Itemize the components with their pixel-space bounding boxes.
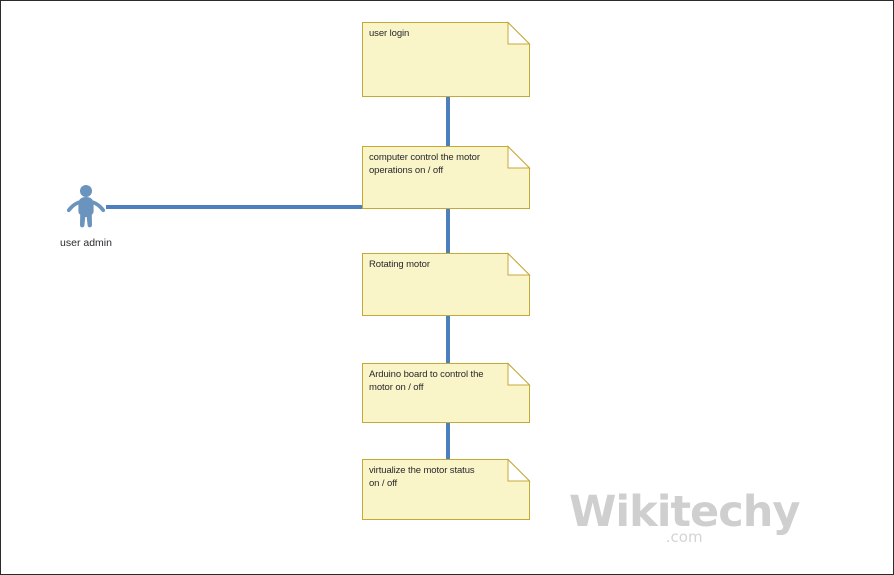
- note-shape: [362, 458, 531, 520]
- note-shape: [362, 362, 531, 423]
- note-label: virtualize the motor status on / off: [369, 465, 475, 489]
- note-arduino-board[interactable]: Arduino board to control the motor on / …: [362, 362, 531, 423]
- link-arduino-to-status: [446, 423, 450, 459]
- note-label: Arduino board to control the motor on / …: [369, 369, 484, 393]
- note-shape: [362, 145, 531, 209]
- note-rotating-motor[interactable]: Rotating motor: [362, 252, 531, 316]
- wikitechy-watermark: Wikitechy .com: [569, 487, 800, 546]
- watermark-subtext: .com: [665, 528, 703, 546]
- note-label: user login: [369, 28, 410, 39]
- link-motor-to-arduino: [446, 316, 450, 363]
- actor-icon: [66, 185, 106, 228]
- note-user-login[interactable]: user login: [362, 21, 531, 97]
- watermark-text: Wikitechy: [569, 487, 800, 537]
- note-label: Rotating motor: [369, 259, 430, 270]
- actor-user-admin[interactable]: [63, 184, 109, 228]
- note-label: computer control the motor operations on…: [369, 152, 480, 176]
- link-actor-to-control: [106, 205, 362, 209]
- note-shape: [362, 21, 531, 97]
- link-login-to-control: [446, 97, 450, 146]
- actor-label: user admin: [60, 237, 112, 249]
- note-computer-control[interactable]: computer control the motor operations on…: [362, 145, 531, 209]
- note-virtualize-status[interactable]: virtualize the motor status on / off: [362, 458, 531, 520]
- link-control-to-motor: [446, 209, 450, 253]
- note-shape: [362, 252, 531, 316]
